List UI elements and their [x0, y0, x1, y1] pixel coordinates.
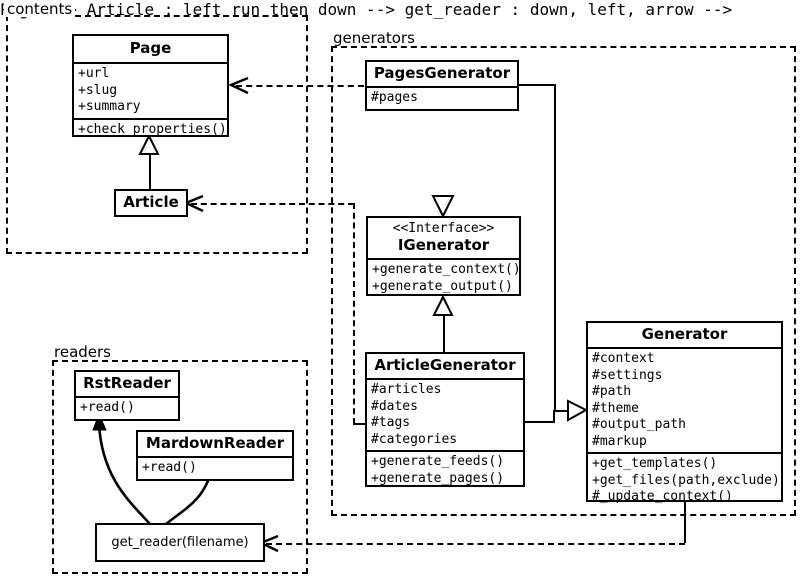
class-igenerator-operations: +generate_context() +generate_output(): [368, 258, 521, 297]
class-generator-title: Generator: [641, 325, 728, 343]
edge-pagesgenerator-generator-h2: [554, 410, 572, 412]
attribute-row: #path: [592, 384, 632, 399]
class-page-title: Page: [129, 39, 172, 57]
edge-articlegenerator-igenerator-stem: [443, 314, 445, 352]
edge-generator-getreader-h: [266, 543, 685, 545]
class-pagesgenerator[interactable]: PagesGenerator #pages: [365, 60, 519, 111]
operation-row: +get_files(path,exclude): [592, 472, 780, 488]
operation-row: +read(): [80, 400, 135, 415]
class-igenerator[interactable]: <<Interface>> IGenerator +generate_conte…: [366, 216, 521, 296]
package-contents-label: contents: [4, 1, 76, 17]
attribute-row: #theme: [592, 400, 639, 416]
class-generator-operations: +get_templates() +get_files(path,exclude…: [588, 452, 781, 508]
package-generators-label: generators: [330, 30, 418, 46]
class-page-operations: +check_properties(): [74, 117, 227, 141]
edge-pagesgenerator-generator-h1: [519, 84, 556, 86]
class-articlegenerator-operations: +generate_feeds() +generate_pages(): [367, 450, 523, 489]
attribute-row: +url: [78, 66, 110, 81]
class-mardownreader[interactable]: MardownReader +read(): [136, 430, 294, 481]
edge-articlegenerator-article-dep-v: [353, 203, 355, 424]
class-articlegenerator-attributes: #articles #dates #tags #categories: [367, 378, 523, 450]
edge-generator-getreader-v: [684, 502, 686, 543]
attribute-row: #categories: [371, 431, 458, 447]
attribute-row: #tags: [371, 415, 411, 430]
attribute-row: #dates: [371, 398, 418, 414]
edge-articlegenerator-article-dep-stub: [353, 423, 366, 425]
class-article-title: Article: [123, 193, 179, 211]
attribute-row: +slug: [78, 82, 118, 98]
class-igenerator-name: IGenerator: [397, 236, 490, 254]
operation-row: +generate_pages(): [371, 470, 505, 486]
class-mardownreader-operations: +read(): [138, 456, 292, 479]
attribute-row: #articles: [371, 382, 442, 397]
operation-row: +generate_output(): [372, 278, 513, 294]
package-generators: [331, 46, 796, 516]
function-get-reader-label: get_reader(filename): [111, 535, 249, 550]
operation-row: +generate_feeds(): [371, 454, 505, 469]
package-readers-label: readers: [51, 344, 114, 360]
attribute-row: #output_path: [592, 417, 686, 432]
class-articlegenerator[interactable]: ArticleGenerator #articles #dates #tags …: [365, 352, 525, 487]
class-pagesgenerator-attributes: #pages: [367, 86, 517, 109]
function-get-reader[interactable]: get_reader(filename): [95, 523, 265, 562]
class-rstreader-operations: +read(): [76, 396, 178, 419]
class-generator-attributes: #context #settings #path #theme #output_…: [588, 347, 781, 452]
class-rstreader-title: RstReader: [83, 374, 171, 392]
class-page[interactable]: Page +url +slug +summary +check_properti…: [72, 34, 229, 137]
operation-row: +generate_context(): [372, 262, 521, 277]
attribute-row: #markup: [592, 433, 647, 449]
class-articlegenerator-title: ArticleGenerator: [374, 356, 516, 374]
package-contents: [6, 15, 308, 254]
class-generator[interactable]: Generator #context #settings #path #them…: [586, 321, 783, 504]
class-pagesgenerator-title: PagesGenerator: [373, 64, 511, 82]
class-igenerator-stereotype: <<Interface>>: [392, 221, 495, 236]
operation-row: #_update_context(): [592, 489, 733, 504]
edge-articlegenerator-article-dep-h: [191, 203, 354, 205]
operation-row: +check_properties(): [78, 121, 227, 137]
attribute-row: #pages: [371, 90, 418, 105]
edge-articlegenerator-generator-v: [553, 410, 555, 423]
attribute-row: +summary: [78, 99, 141, 114]
edge-pagesgenerator-generator-v: [554, 84, 556, 412]
package-readers: [52, 360, 308, 574]
class-igenerator-title: <<Interface>> IGenerator: [368, 218, 519, 258]
class-page-attributes: +url +slug +summary: [74, 62, 227, 118]
operation-row: +get_templates(): [592, 456, 718, 471]
attribute-row: #settings: [592, 367, 663, 383]
operation-row: +read(): [142, 460, 197, 475]
edge-pagesgenerator-page-dep: [236, 85, 364, 87]
edge-articlegenerator-generator-h: [525, 421, 555, 423]
class-article[interactable]: Article: [114, 189, 188, 217]
attribute-row: #context: [592, 351, 655, 366]
class-rstreader[interactable]: RstReader +read(): [74, 370, 180, 421]
class-mardownreader-title: MardownReader: [145, 434, 285, 452]
edge-article-page-stem: [149, 152, 151, 190]
